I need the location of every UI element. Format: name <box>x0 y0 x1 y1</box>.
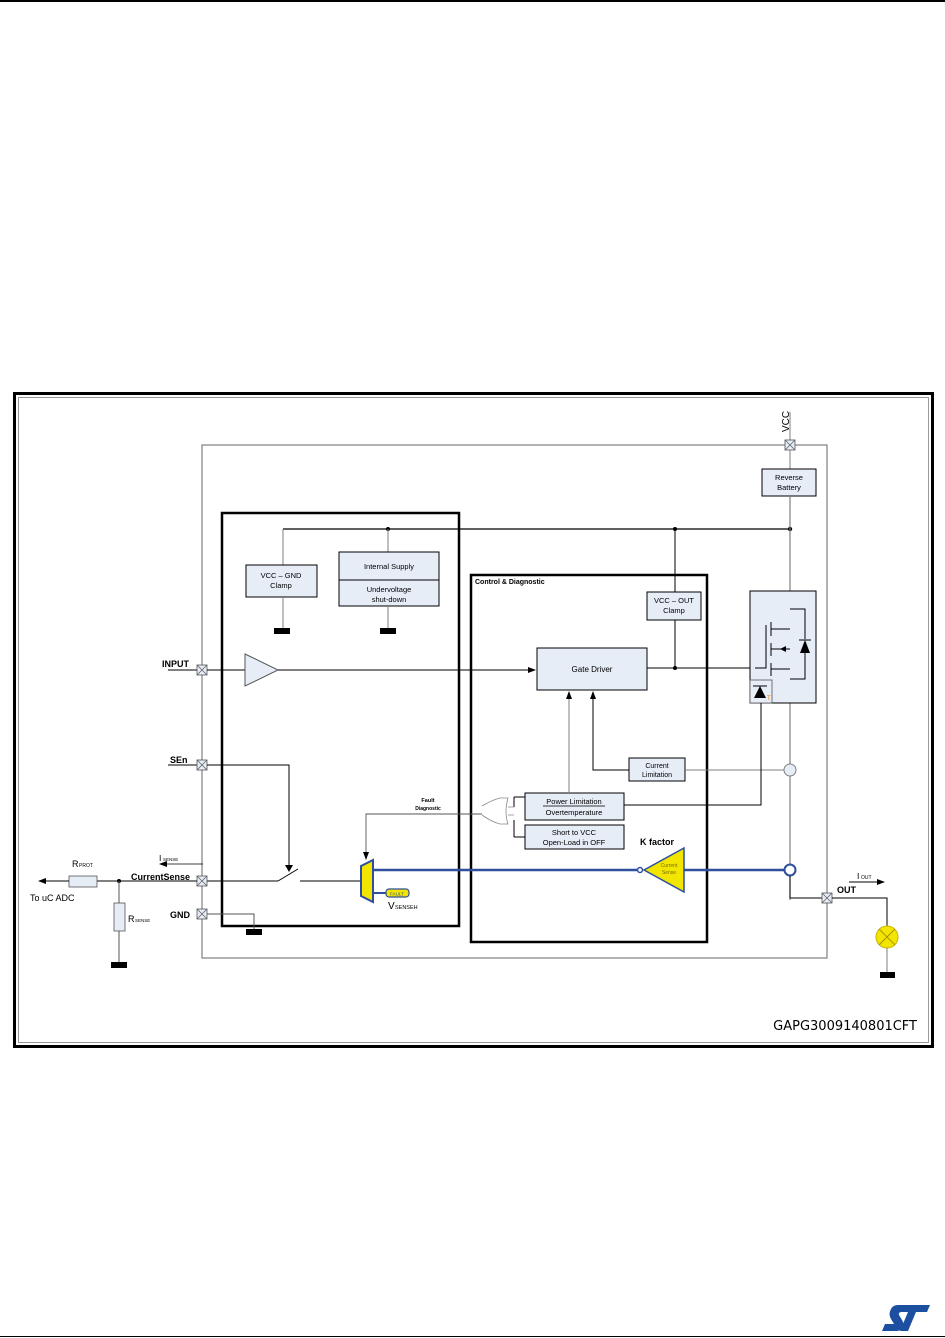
temp-diode-icon <box>754 686 766 698</box>
control-diagnostic-label: Control & Diagnostic <box>475 579 545 586</box>
ground-icon <box>246 929 262 935</box>
r-sense-label: R <box>128 914 135 924</box>
v-senseh-sub: SENSEH <box>395 905 418 911</box>
supply-sense-block <box>220 511 461 928</box>
short-to-vcc-label: Short to VCC <box>552 828 597 837</box>
fault-label-2: Diagnostic <box>415 806 441 812</box>
undervoltage-label-2: shut-down <box>372 595 407 604</box>
vcc-pin-label: VCC <box>781 411 792 432</box>
i-sense-sub: SENSE <box>163 857 178 862</box>
current-sense-node <box>783 763 797 777</box>
gate-driver-block <box>536 647 648 691</box>
vcc-out-clamp-label-2: Clamp <box>663 606 685 615</box>
r-sense-sub: SENSE <box>135 918 150 923</box>
st-logo-icon <box>882 1305 930 1331</box>
out-pin-label: OUT <box>837 885 857 895</box>
ground-icon <box>380 628 396 634</box>
fault-tag <box>385 888 410 898</box>
current-limitation-label-2: Limitation <box>642 772 672 779</box>
short-open-load-block <box>524 824 625 850</box>
figure-frame <box>13 392 934 1048</box>
i-out-sub: OUT <box>861 875 872 881</box>
page-top-rule <box>0 0 945 2</box>
or-gate-icon <box>481 797 509 825</box>
vcc-out-clamp-block <box>646 591 702 621</box>
internal-supply-block <box>338 551 440 607</box>
current-sense-amp-label-2: Sense <box>662 870 676 876</box>
figure-inner-border <box>18 397 929 1043</box>
body-diode-icon <box>800 640 810 653</box>
input-pin <box>196 664 208 676</box>
device-outline <box>201 444 828 959</box>
r-sense-resistor <box>113 902 126 932</box>
fault-tag-label: FAULT <box>390 892 404 897</box>
r-prot-label: R <box>72 859 79 869</box>
vcc-gnd-clamp-label-2: Clamp <box>270 581 292 590</box>
out-pin <box>821 892 833 904</box>
power-limitation-label: Power Limitation <box>546 797 601 806</box>
temp-diode-label: T <box>767 696 771 702</box>
undervoltage-label-1: Undervoltage <box>367 585 412 594</box>
i-sense-label: I <box>159 853 161 863</box>
overtemperature-label: Overtemperature <box>546 808 603 817</box>
sense-tap-node <box>783 863 797 877</box>
current-sense-pin <box>196 875 208 887</box>
gnd-pin <box>196 908 208 920</box>
sen-pin <box>196 759 208 771</box>
to-adc-label: To uC ADC <box>30 893 75 903</box>
reverse-battery-label-2: Battery <box>777 483 801 492</box>
mosfet-icon <box>755 608 806 680</box>
vcc-pin <box>784 439 796 451</box>
input-pin-label: INPUT <box>162 659 190 669</box>
gate-driver-label: Gate Driver <box>572 665 613 674</box>
current-sense-pin-label: CurrentSense <box>131 872 190 882</box>
internal-supply-label: Internal Supply <box>364 562 414 571</box>
vcc-gnd-clamp-label-1: VCC – GND <box>261 571 302 580</box>
sen-pin-label: SEn <box>170 755 188 765</box>
reverse-battery-label-1: Reverse <box>775 473 803 482</box>
fault-label-1: Fault <box>421 798 434 804</box>
current-limitation-label-1: Current <box>645 763 668 770</box>
ground-icon <box>111 962 127 968</box>
control-diagnostic-block <box>469 573 709 944</box>
power-limitation-block <box>524 792 625 821</box>
gnd-pin-label: GND <box>170 910 191 920</box>
vcc-gnd-clamp-block <box>245 564 318 598</box>
i-out-label: I <box>857 871 859 881</box>
ground-icon <box>880 972 895 978</box>
input-buffer-icon <box>244 653 280 687</box>
ground-icon <box>274 628 290 634</box>
sense-switch <box>277 868 299 882</box>
r-prot-resistor <box>68 875 98 888</box>
open-load-label: Open-Load in OFF <box>543 838 606 847</box>
sense-mux-icon <box>360 858 374 904</box>
figure-code: GAPG3009140801CFT <box>773 1019 917 1034</box>
vcc-out-clamp-label-1: VCC – OUT <box>654 596 694 605</box>
reverse-battery-block <box>761 468 817 497</box>
r-prot-sub: PROT <box>79 863 93 869</box>
lamp-load-icon <box>875 925 899 949</box>
v-senseh-label: V <box>388 901 395 912</box>
page-bottom-rule <box>0 1336 945 1337</box>
k-factor-label: K factor <box>640 837 675 847</box>
current-sense-amp-label-1: Current <box>661 863 678 869</box>
